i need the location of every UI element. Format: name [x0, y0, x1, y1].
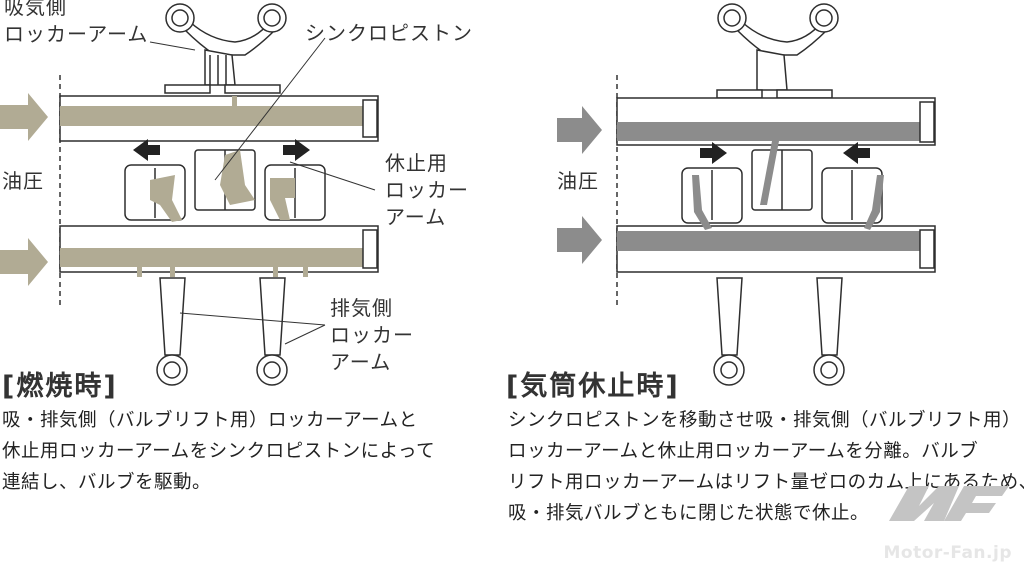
deactivation-diagram [557, 3, 936, 386]
upper-rocker-shaft [59, 95, 379, 142]
description-line: リフト用ロッカーアームはリフト量ゼロのカム上にあるため、 [508, 472, 1024, 493]
leader-lines [149, 37, 376, 345]
piston-arrow-right [843, 142, 870, 164]
combustion-diagram [0, 3, 379, 386]
lower-rocker-shaft [616, 225, 936, 273]
oil-arrow-upper [0, 93, 48, 141]
rest-rocker-label: 休止用 ロッカー アーム [385, 151, 469, 229]
intake-rocker-arm [716, 3, 839, 99]
deactivation-heading: [気筒休止時] [506, 371, 680, 402]
combustion-panel: 吸気側 ロッカーアーム シンクロピストン 油圧 休止用 ロッカー アーム 排気側… [0, 0, 473, 498]
upper-rocker-shaft [616, 97, 936, 146]
description-line: 連結し、バルブを駆動。 [2, 472, 212, 493]
piston-arrow-right [283, 139, 310, 161]
description-line: 吸・排気バルブともに閉じた状態で休止。 [508, 503, 870, 524]
description-line: シンクロピストンを移動させ吸・排気側（バルブリフト用） [508, 410, 1022, 431]
oil-pressure-label: 油圧 [557, 169, 599, 193]
lower-rocker-shaft [59, 225, 379, 277]
synchro-piston-oil-path [150, 150, 295, 222]
piston-arrow-left [133, 139, 160, 161]
oil-arrow-upper [557, 106, 602, 154]
motor-fan-logo-icon [889, 486, 1009, 521]
combustion-description: 吸・排気側（バルブリフト用）ロッカーアームと 休止用ロッカーアームをシンクロピス… [2, 405, 435, 498]
oil-arrow-lower [557, 216, 602, 264]
intake-rocker-arm [164, 3, 287, 94]
intake-rocker-label: 吸気側 ロッカーアーム [4, 0, 149, 46]
watermark-text: Motor-Fan.jp [883, 543, 1012, 563]
synchro-piston-label: シンクロピストン [305, 21, 473, 45]
exhaust-rocker-label: 排気側 ロッカー アーム [330, 296, 414, 374]
description-line: ロッカーアームと休止用ロッカーアームを分離。バルブ [508, 441, 979, 462]
deactivation-oil-path [692, 141, 884, 230]
combustion-heading: [燃焼時] [2, 371, 118, 402]
cylinder-deactivation-panel: 油圧 [気筒休止時] シンクロピストンを移動させ吸・排気側（バルブリフト用） ロ… [506, 0, 1024, 565]
oil-pressure-label: 油圧 [2, 169, 44, 193]
deactivation-description: シンクロピストンを移動させ吸・排気側（バルブリフト用） ロッカーアームと休止用ロ… [508, 405, 1024, 529]
description-line: 休止用ロッカーアームをシンクロピストンによって [2, 441, 436, 462]
description-line: 吸・排気側（バルブリフト用）ロッカーアームと [2, 410, 418, 431]
piston-arrow-left [700, 142, 727, 164]
exhaust-rocker-arms [713, 277, 845, 386]
exhaust-rocker-arms [156, 277, 288, 386]
oil-arrow-lower [0, 238, 48, 286]
